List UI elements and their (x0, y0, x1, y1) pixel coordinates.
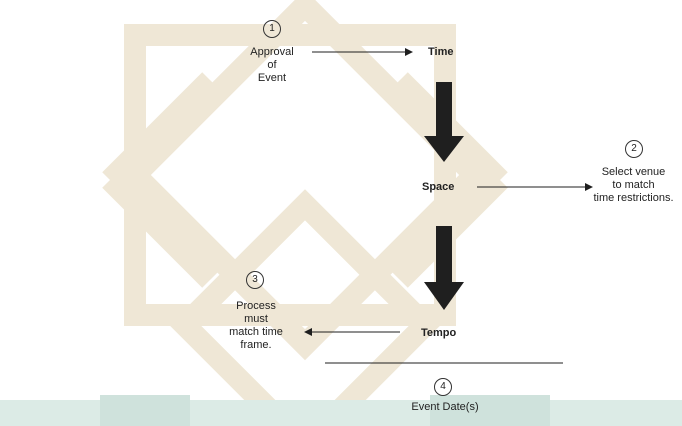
step-3-number: 3 (246, 271, 264, 289)
step-1-number: 1 (263, 20, 281, 38)
big-arrow-time-to-space (424, 82, 464, 162)
step-2-text: Select venue to match time restrictions. (585, 166, 682, 205)
node-space: Space (422, 181, 455, 193)
step-3-line-1: Process (236, 300, 276, 312)
step-1-line-2: of (267, 59, 277, 71)
step-3-line-2: must (244, 313, 268, 325)
step-2-line-3: time restrictions. (593, 192, 674, 204)
node-tempo: Tempo (421, 327, 457, 339)
step-3-line-4: frame. (240, 339, 272, 351)
step-1-line-1: Approval (250, 46, 294, 58)
step-3-line-3: match time (229, 326, 283, 338)
step-2-line-1: Select venue (601, 166, 666, 178)
step-3-text: Process must match time frame. (218, 300, 294, 352)
step-1-line-3: Event (257, 72, 287, 84)
step-1-text: Approval of Event (232, 46, 312, 85)
big-arrow-space-to-tempo (424, 226, 464, 310)
node-time: Time (428, 46, 454, 58)
step-4-text: Event Date(s) (390, 401, 500, 414)
step-4-number: 4 (434, 378, 452, 396)
step-2-number: 2 (625, 140, 643, 158)
step-2-line-2: to match (612, 179, 655, 191)
step-4-line-1: Event Date(s) (411, 401, 479, 413)
